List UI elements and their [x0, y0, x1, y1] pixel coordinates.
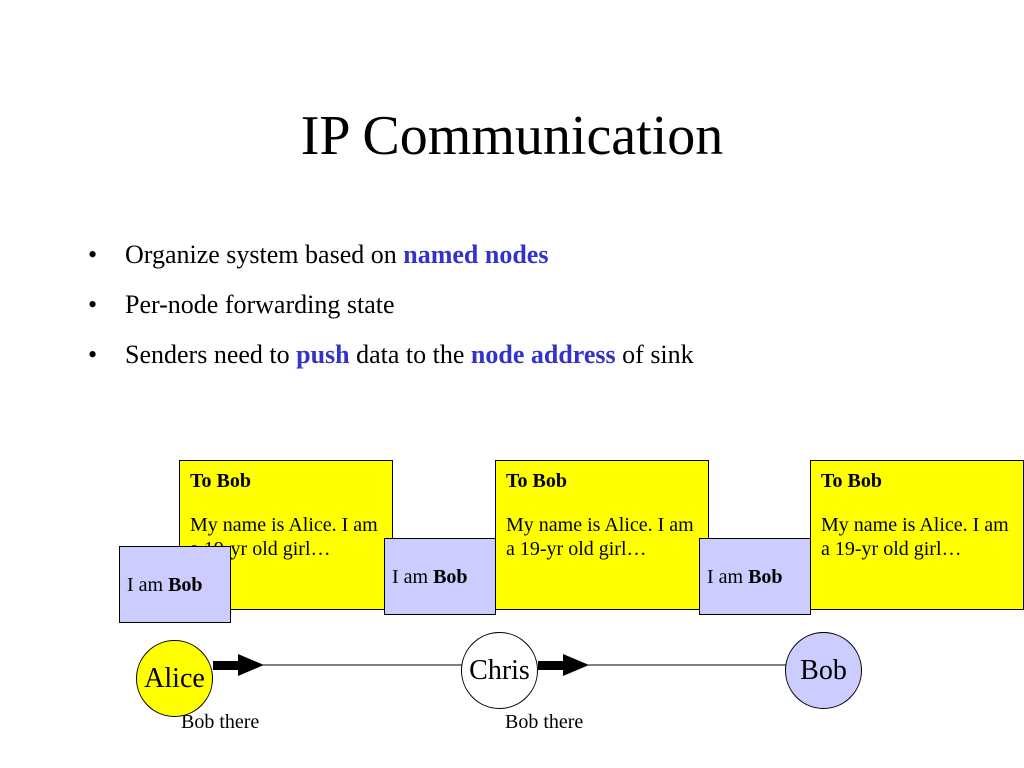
forward-arrow-icon: [538, 654, 589, 676]
bullet-emphasis: node address: [470, 340, 616, 369]
bullet-item: • Organize system based on named nodes: [88, 230, 694, 280]
message-body: My name is Alice. I am a 19-yr old girl…: [506, 514, 694, 560]
message-header: To Bob: [190, 470, 251, 492]
message-body: My name is Alice. I am a 19-yr old girl…: [821, 514, 1009, 560]
bullet-item: • Per-node forwarding state: [88, 280, 694, 330]
message-body: My name is Alice. I am a 19-yr old girl…: [190, 514, 378, 560]
identity-label: I am Bob: [119, 546, 231, 623]
bullet-text: data to the: [349, 340, 471, 369]
node-bob: Bob: [785, 632, 862, 709]
bullet-text: Senders need to: [125, 340, 297, 369]
identity-label: I am Bob: [699, 538, 811, 615]
bullet-dot: •: [88, 240, 98, 269]
identity-prefix: I am: [127, 573, 169, 596]
slide-title: IP Communication: [300, 105, 724, 167]
identity-label: I am Bob: [384, 538, 496, 615]
node-chris: Chris: [461, 632, 538, 709]
node-alice: Alice: [136, 640, 213, 717]
node-label: Alice: [144, 662, 205, 694]
bullet-text: of sink: [615, 340, 694, 369]
node-label: Chris: [469, 654, 530, 686]
bullet-emphasis: push: [296, 340, 350, 369]
forward-arrow-icon: [213, 654, 264, 676]
bullet-dot: •: [88, 290, 98, 319]
identity-name: Bob: [168, 573, 203, 596]
bullet-list: • Organize system based on named nodes • P…: [88, 230, 694, 380]
identity-name: Bob: [433, 565, 468, 588]
identity-prefix: I am: [392, 565, 434, 588]
identity-name: Bob: [748, 565, 783, 588]
bullet-dot: •: [88, 340, 98, 369]
message-box: To Bob My name is Alice. I am a 19-yr ol…: [495, 460, 709, 610]
bullet-item: • Senders need to push data to the node a…: [88, 330, 694, 380]
bullet-text: Organize system based on: [125, 240, 404, 269]
node-label: Bob: [800, 654, 847, 686]
bullet-text: Per-node forwarding state: [125, 290, 395, 319]
bullet-emphasis: named nodes: [403, 240, 549, 269]
message-header: To Bob: [821, 470, 882, 492]
message-box: To Bob My name is Alice. I am a 19-yr ol…: [810, 460, 1024, 610]
routing-caption: Bob there: [505, 711, 584, 733]
message-header: To Bob: [506, 470, 567, 492]
identity-prefix: I am: [707, 565, 749, 588]
routing-caption: Bob there: [181, 711, 260, 733]
